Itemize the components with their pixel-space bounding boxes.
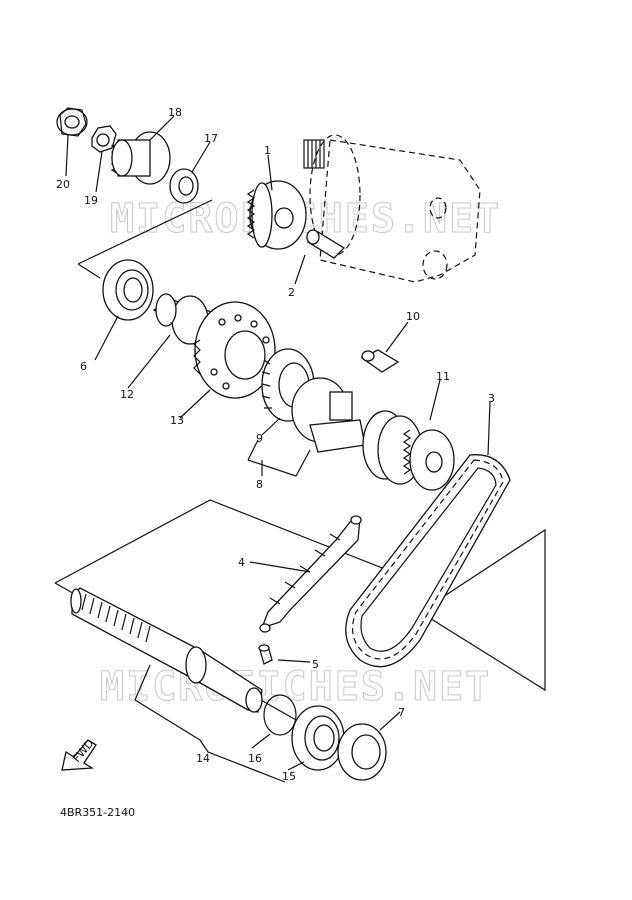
callout-13: 13 (170, 414, 184, 427)
callout-6: 6 (80, 360, 87, 373)
part-6-bearing (102, 259, 154, 321)
callout-1: 1 (264, 144, 271, 157)
part-7-oil-seal (337, 723, 387, 781)
callout-18: 18 (168, 106, 182, 119)
part-19-lock-washer (91, 125, 117, 153)
callout-3: 3 (488, 392, 495, 405)
callout-12: 12 (120, 388, 134, 401)
callout-7: 7 (398, 706, 405, 719)
callout-11: 11 (436, 370, 450, 383)
callout-20: 20 (56, 178, 70, 191)
fwd-arrow-icon: FWD (61, 737, 97, 771)
diagram-code: 4BR351-2140 (60, 806, 136, 819)
part-16-circlip (263, 694, 297, 736)
part-4-chain-guide (259, 515, 362, 633)
callout-9: 9 (256, 432, 263, 445)
callout-15: 15 (282, 770, 296, 783)
callout-19: 19 (84, 194, 98, 207)
group-frame-top (77, 199, 213, 279)
part-1-starter-gear (246, 180, 307, 250)
callout-14: 14 (196, 752, 210, 765)
callout-4: 4 (238, 556, 245, 569)
part-15-bearing (291, 705, 345, 771)
leader-lines (65, 115, 491, 783)
callout-10: 10 (406, 310, 420, 323)
part-11-sprocket-hub (291, 377, 455, 491)
callout-17: 17 (204, 132, 218, 145)
part-14-shaft (70, 587, 263, 713)
part-2-pin (306, 229, 346, 259)
watermark-bottom: MICROFICHES.NET (100, 664, 491, 710)
part-17-collar (169, 168, 199, 204)
part-20-nut (56, 107, 88, 137)
part-10-pin (360, 349, 400, 373)
part-18-gear (110, 131, 171, 185)
callout-2: 2 (288, 286, 295, 299)
part-3-drive-chain (345, 454, 511, 668)
starter-motor-outline (303, 134, 481, 283)
part-13-sprocket-plate (193, 301, 276, 399)
callout-8: 8 (256, 478, 263, 491)
callout-5: 5 (312, 658, 319, 671)
callout-16: 16 (248, 752, 262, 765)
part-5-screw (258, 644, 273, 665)
